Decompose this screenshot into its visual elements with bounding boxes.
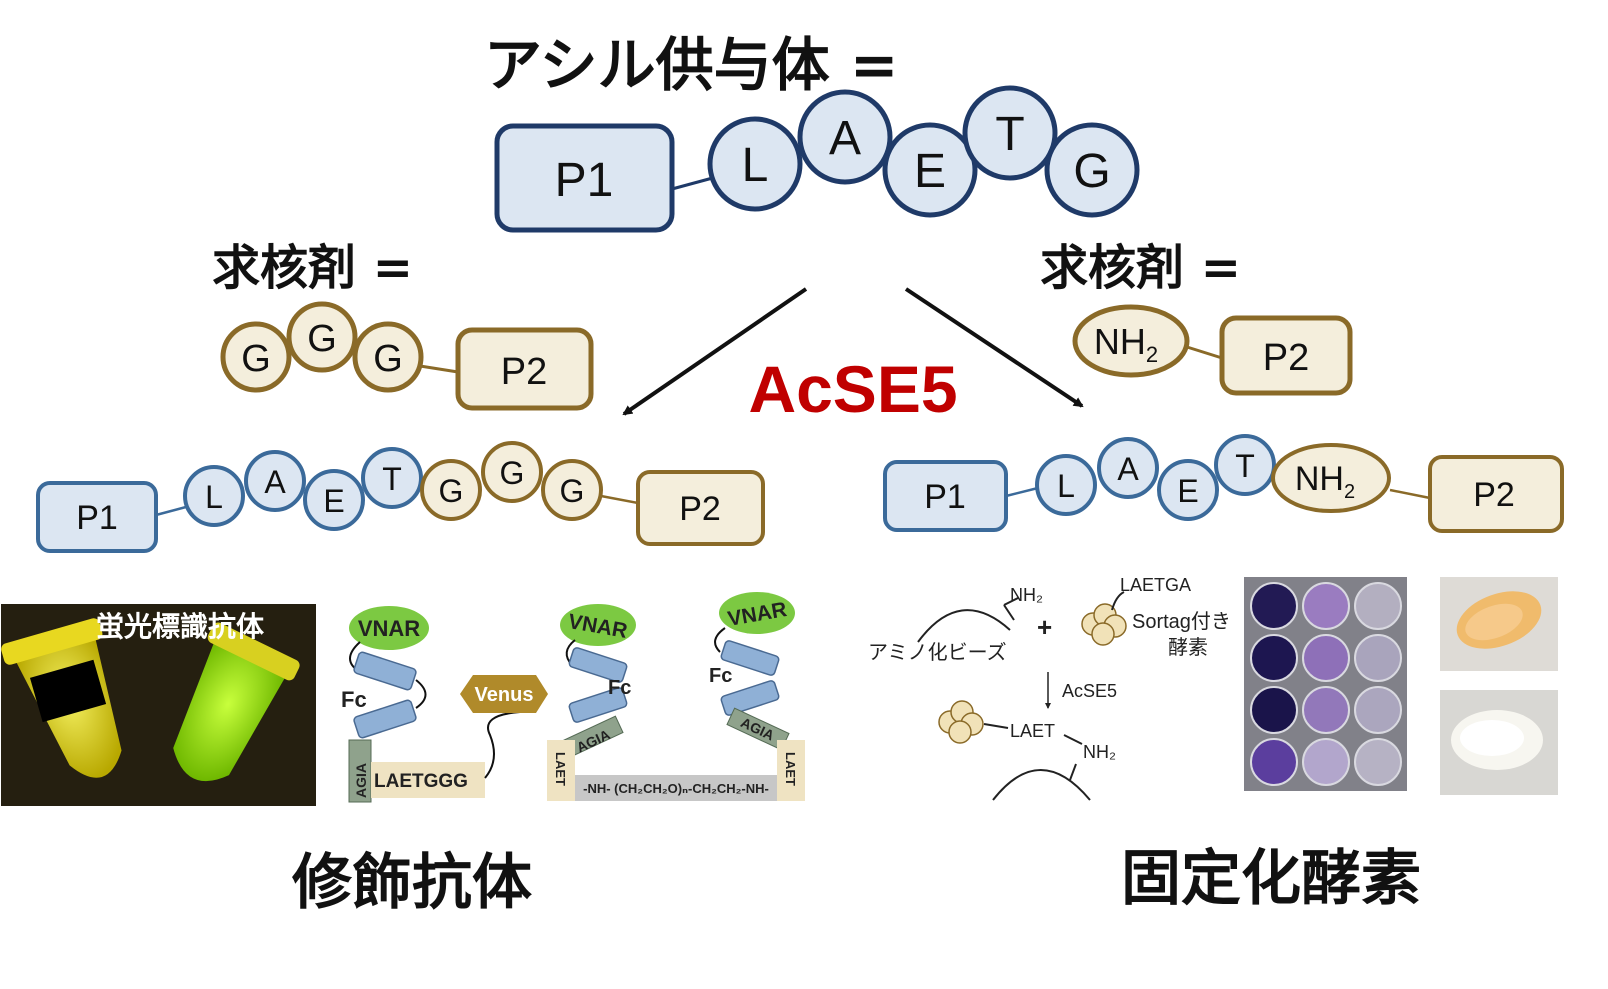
white-powder-photo bbox=[1440, 690, 1558, 795]
right-p2-label: P2 bbox=[1263, 337, 1309, 379]
yellow-tube-image bbox=[1, 618, 122, 778]
right-product: P1 L A E T NH2 P2 bbox=[883, 434, 1564, 533]
right-product-amine: NH2 bbox=[1295, 460, 1355, 503]
left-product-p1: P1 bbox=[76, 499, 118, 537]
enzyme-cluster-bottom bbox=[938, 700, 984, 744]
right-p2-box bbox=[1219, 315, 1353, 396]
fc-label-1: Fc bbox=[341, 687, 367, 712]
orange-powder-photo bbox=[1440, 577, 1558, 671]
right-amine-ellipse bbox=[1072, 304, 1190, 378]
laet-label-right: LAET bbox=[783, 752, 798, 786]
enzyme-label: AcSE5 bbox=[748, 352, 957, 426]
acyl-donor-title: アシル供与体 = bbox=[484, 31, 898, 99]
right-product-p2: P2 bbox=[1473, 476, 1515, 514]
left-product-l: L bbox=[205, 479, 223, 515]
antibody-peg-dimer-schematic: VNAR VNAR Fc Fc AGIA AGIA LAET LAET -NH-… bbox=[547, 592, 805, 801]
top-p1-label: P1 bbox=[555, 154, 614, 207]
fc-label-3: Fc bbox=[709, 665, 732, 687]
left-product-g3: G bbox=[560, 473, 585, 509]
right-product-e: E bbox=[1177, 473, 1198, 509]
enzyme-word-label: 酵素 bbox=[1168, 636, 1208, 659]
left-gly-2: G bbox=[307, 318, 337, 360]
top-peptide-chain: L A E T G bbox=[707, 85, 1140, 218]
immobilization-scheme: NH₂ アミノ化ビーズ + LAETGA Sortag付き 酵素 AcSE5 L… bbox=[868, 575, 1231, 801]
right-nucleophile-label: 求核剤 = bbox=[1040, 240, 1241, 296]
left-nucleophile-label: 求核剤 = bbox=[212, 240, 413, 296]
plus-sign: + bbox=[1037, 612, 1052, 642]
left-product-g2: G bbox=[500, 455, 525, 491]
top-residue-a: A bbox=[829, 112, 861, 165]
left-p2-box bbox=[455, 327, 594, 411]
green-tube-image bbox=[173, 622, 300, 782]
left-gly-3: G bbox=[373, 338, 403, 380]
left-product-e: E bbox=[323, 483, 344, 519]
antibody-venus-schematic: VNAR Fc AGIA LAETGGG Venus bbox=[341, 606, 548, 803]
acse5-small-label: AcSE5 bbox=[1062, 681, 1117, 701]
antibody-photo: 蛍光標識抗体 bbox=[1, 604, 316, 806]
peg-linker-label: -NH- (CH₂CH₂O)ₙ-CH₂CH₂-NH- bbox=[583, 781, 769, 796]
venus-label: Venus bbox=[475, 684, 534, 706]
immobilized-enzyme-caption: 固定化酵素 bbox=[1121, 844, 1421, 914]
fc-label-2: Fc bbox=[608, 677, 631, 699]
right-product-p1: P1 bbox=[924, 478, 966, 516]
top-residue-t: T bbox=[995, 108, 1024, 161]
laetggg-label: LAETGGG bbox=[374, 771, 468, 792]
arrow-right bbox=[904, 287, 1084, 408]
left-product-a: A bbox=[264, 464, 286, 500]
aminated-beads-label: アミノ化ビーズ bbox=[868, 641, 1007, 664]
bead-nh2-label: NH₂ bbox=[1010, 585, 1043, 605]
well-grid bbox=[1250, 582, 1402, 786]
right-product-t: T bbox=[1235, 448, 1255, 484]
left-gly-chain: G G G bbox=[220, 301, 459, 393]
agia-label-1: AGIA bbox=[353, 763, 369, 798]
left-product-t: T bbox=[382, 461, 402, 497]
sortag-label: Sortag付き bbox=[1132, 610, 1231, 633]
top-residue-l: L bbox=[742, 139, 769, 192]
top-residue-g: G bbox=[1073, 145, 1110, 198]
modified-antibody-caption: 修飾抗体 bbox=[292, 848, 532, 918]
well-plate-photo bbox=[1244, 577, 1407, 791]
product-nh2-label: NH₂ bbox=[1083, 742, 1116, 762]
left-product-g1: G bbox=[439, 473, 464, 509]
arrow-left bbox=[622, 287, 808, 416]
vnar-label-1: VNAR bbox=[358, 616, 420, 641]
right-product-a: A bbox=[1117, 451, 1139, 487]
laet-small-label: LAET bbox=[1010, 721, 1055, 741]
fluorescent-antibody-label: 蛍光標識抗体 bbox=[96, 610, 265, 643]
top-p1-box bbox=[494, 123, 675, 233]
laetga-label: LAETGA bbox=[1120, 575, 1191, 595]
venus-hexagon bbox=[460, 675, 548, 713]
right-product-l: L bbox=[1057, 468, 1075, 504]
enzyme-cluster-top bbox=[1081, 603, 1127, 646]
left-product-p2: P2 bbox=[679, 490, 721, 528]
laet-label-left: LAET bbox=[553, 752, 568, 786]
left-gly-1: G bbox=[241, 338, 271, 380]
right-amine-label: NH2 bbox=[1094, 321, 1158, 367]
left-product: P1 L A E T G G G P2 bbox=[36, 441, 765, 553]
top-residue-e: E bbox=[914, 145, 946, 198]
left-p2-label: P2 bbox=[501, 351, 547, 393]
